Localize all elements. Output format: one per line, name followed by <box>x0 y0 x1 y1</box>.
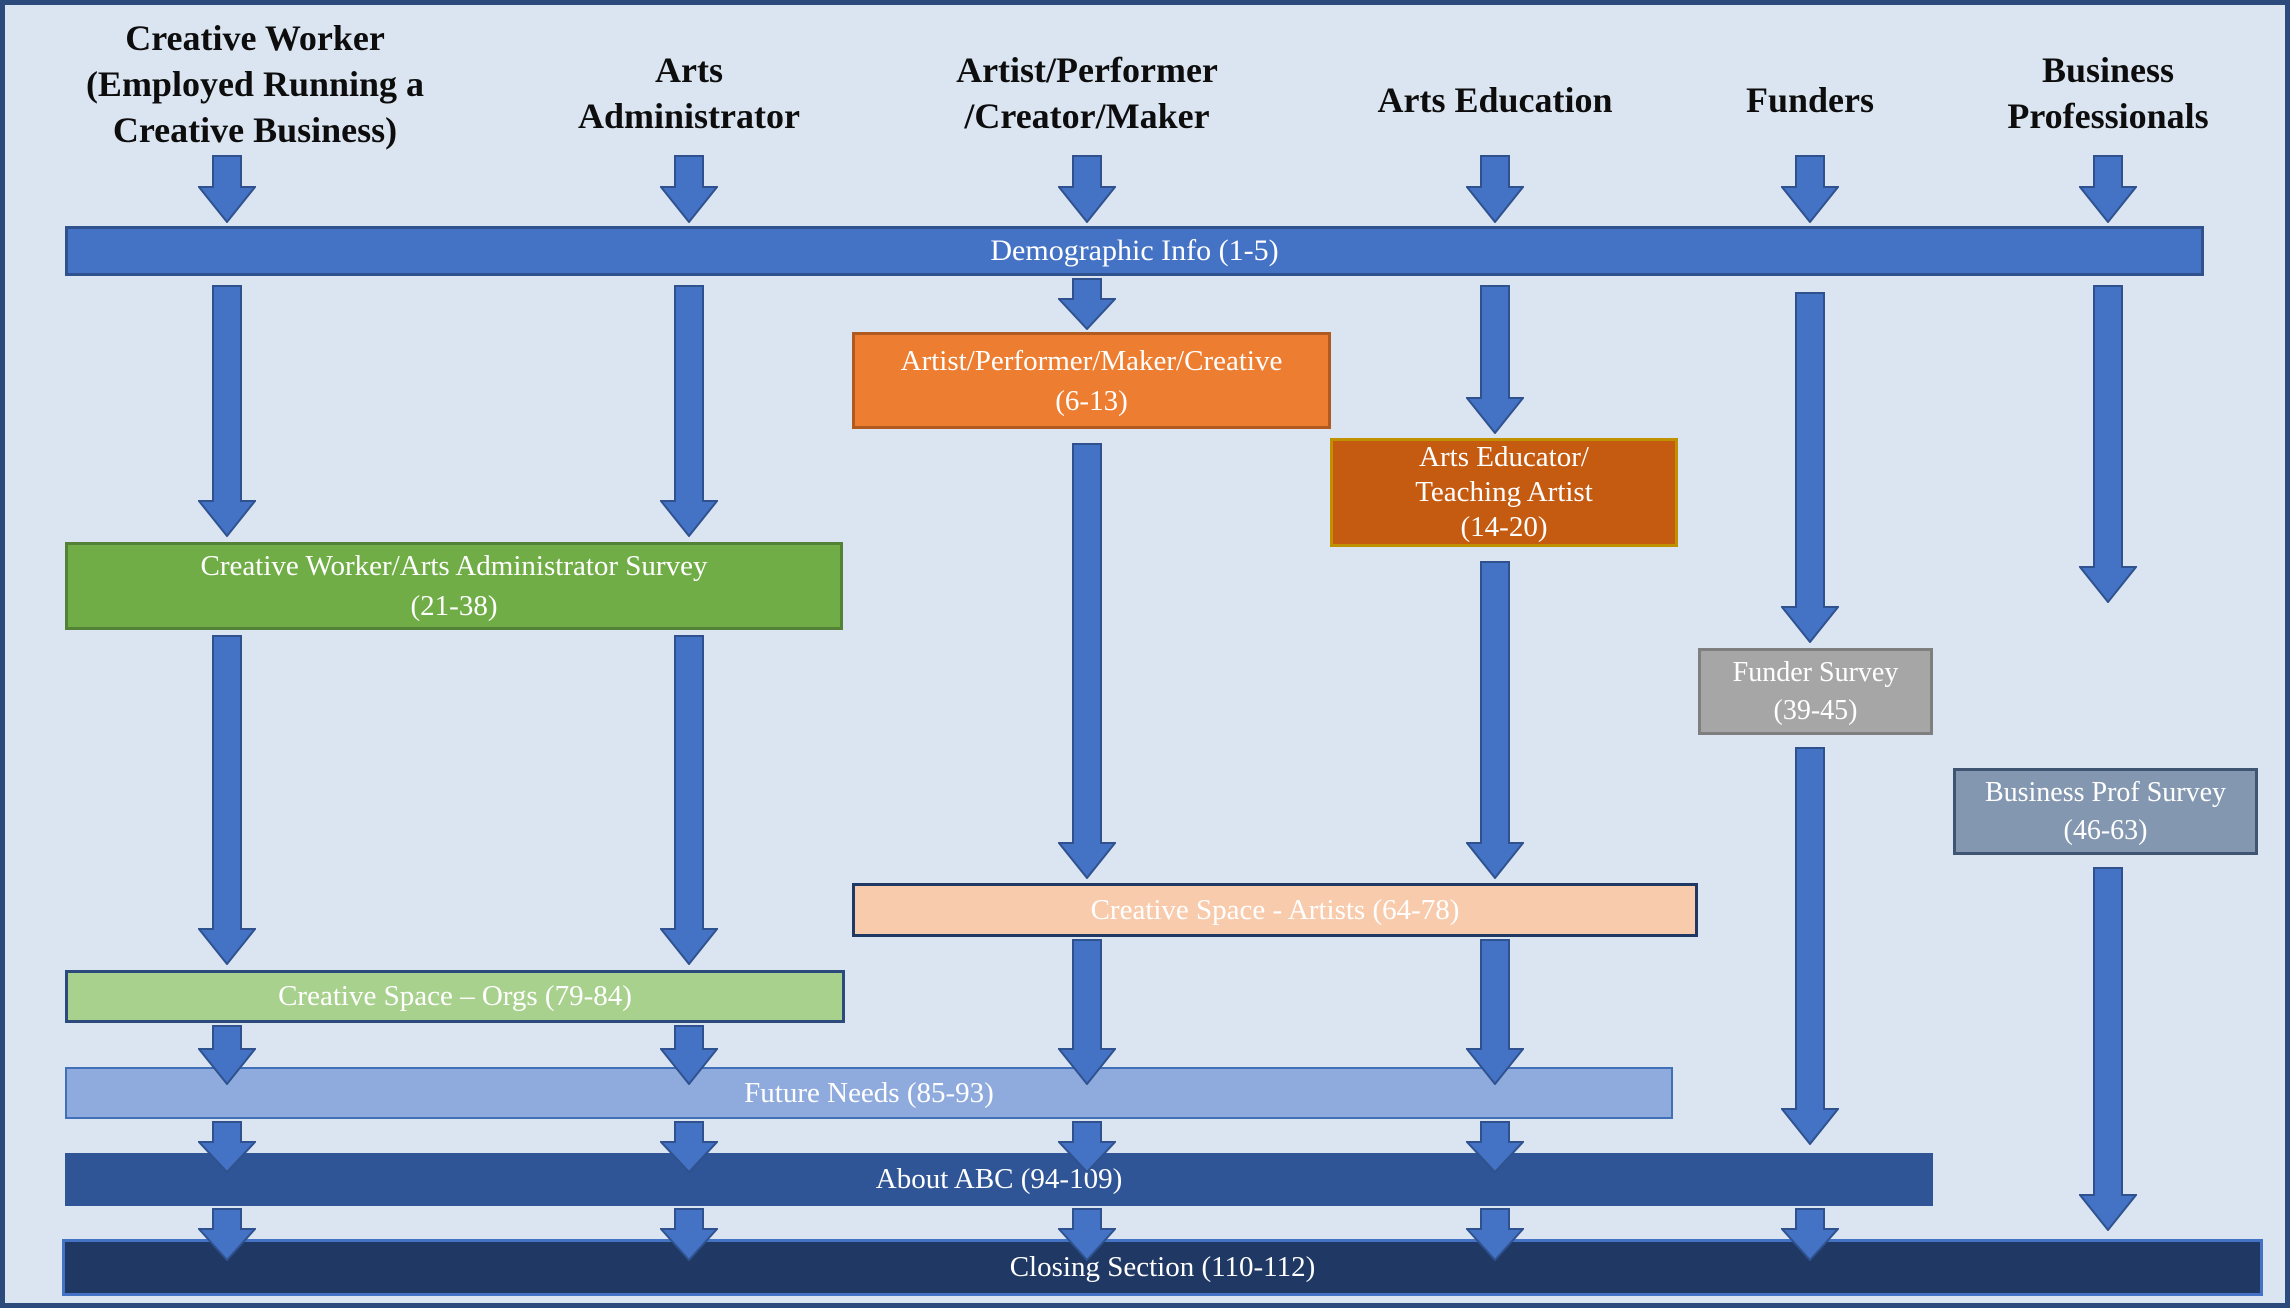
down-arrow-icon <box>1058 443 1116 879</box>
down-arrow-icon <box>660 155 718 223</box>
box-label: Creative Worker/Arts Administrator Surve… <box>200 550 708 582</box>
down-arrow-icon <box>198 155 256 223</box>
box-label: (14-20) <box>1460 511 1548 543</box>
down-arrow-icon <box>1781 155 1839 223</box>
header-line: Creative Worker <box>125 18 385 58</box>
box-label: Artist/Performer/Maker/Creative <box>900 344 1283 377</box>
down-arrow-icon <box>198 285 256 537</box>
column-header-artist-performer: Artist/Performer /Creator/Maker <box>907 47 1267 139</box>
box-label: (46-63) <box>2063 814 2148 846</box>
demographic-info-bar: Demographic Info (1-5) <box>65 226 2204 276</box>
down-arrow-icon <box>1058 1208 1116 1261</box>
header-line: Creative Business) <box>112 110 398 150</box>
down-arrow-icon <box>198 635 256 965</box>
down-arrow-icon <box>660 285 718 537</box>
down-arrow-icon <box>660 1025 718 1085</box>
down-arrow-icon <box>1781 1208 1839 1261</box>
box-label: (39-45) <box>1773 694 1858 726</box>
arts-educator-box: Arts Educator/ Teaching Artist (14-20) <box>1330 438 1678 547</box>
box-label: (6-13) <box>1055 384 1128 417</box>
down-arrow-icon <box>2079 285 2137 603</box>
down-arrow-icon <box>1058 155 1116 223</box>
header-line: Arts Education <box>1377 80 1613 120</box>
down-arrow-icon <box>1466 285 1524 434</box>
down-arrow-icon <box>2079 867 2137 1231</box>
box-label: Arts Educator/ <box>1419 441 1589 473</box>
creative-worker-admin-survey-box: Creative Worker/Arts Administrator Surve… <box>65 542 843 630</box>
down-arrow-icon <box>1466 561 1524 879</box>
down-arrow-icon <box>660 1208 718 1261</box>
bar-label: Demographic Info (1-5) <box>990 234 1279 267</box>
down-arrow-icon <box>198 1025 256 1085</box>
header-line: Arts <box>655 50 723 90</box>
bar-label: Creative Space - Artists (64-78) <box>1090 893 1460 926</box>
bar-label: Creative Space – Orgs (79-84) <box>278 980 632 1012</box>
creative-space-artists-bar: Creative Space - Artists (64-78) <box>852 883 1698 937</box>
down-arrow-icon <box>1781 292 1839 643</box>
header-line: (Employed Running a <box>85 64 425 104</box>
header-line: Professionals <box>2007 96 2209 136</box>
header-line: Administrator <box>578 96 800 136</box>
artist-performer-maker-box: Artist/Performer/Maker/Creative (6-13) <box>852 332 1331 429</box>
column-header-arts-education: Arts Education <box>1335 77 1655 123</box>
bar-label: Closing Section (110-112) <box>1009 1251 1316 1283</box>
down-arrow-icon <box>1058 1121 1116 1173</box>
column-header-creative-worker: Creative Worker (Employed Running a Crea… <box>35 15 475 153</box>
down-arrow-icon <box>1781 747 1839 1145</box>
header-line: Business <box>2041 50 2175 90</box>
business-prof-survey-box: Business Prof Survey (46-63) <box>1953 768 2258 855</box>
header-line: Artist/Performer <box>956 50 1218 90</box>
creative-space-orgs-bar: Creative Space – Orgs (79-84) <box>65 970 845 1023</box>
column-header-arts-administrator: Arts Administrator <box>539 47 839 139</box>
column-header-funders: Funders <box>1700 77 1920 123</box>
down-arrow-icon <box>660 1121 718 1173</box>
down-arrow-icon <box>1058 278 1116 330</box>
down-arrow-icon <box>1466 1121 1524 1173</box>
bar-label: Future Needs (85-93) <box>744 1076 994 1109</box>
down-arrow-icon <box>1058 939 1116 1085</box>
box-label: Business Prof Survey <box>1984 776 2227 808</box>
future-needs-bar: Future Needs (85-93) <box>65 1067 1673 1119</box>
down-arrow-icon <box>1466 1208 1524 1261</box>
down-arrow-icon <box>660 635 718 965</box>
closing-section-bar: Closing Section (110-112) <box>62 1239 2263 1296</box>
down-arrow-icon <box>198 1121 256 1173</box>
box-label: (21-38) <box>410 590 498 622</box>
bar-label: About ABC (94-109) <box>875 1163 1123 1195</box>
box-label: Teaching Artist <box>1415 476 1593 508</box>
down-arrow-icon <box>1466 155 1524 223</box>
about-abc-bar: About ABC (94-109) <box>65 1153 1933 1206</box>
down-arrow-icon <box>198 1208 256 1261</box>
down-arrow-icon <box>2079 155 2137 223</box>
down-arrow-icon <box>1466 939 1524 1085</box>
column-header-business-professionals: Business Professionals <box>1948 47 2268 139</box>
box-label: Funder Survey <box>1732 656 1899 688</box>
header-line: /Creator/Maker <box>964 96 1210 136</box>
header-line: Funders <box>1745 80 1875 120</box>
funder-survey-box: Funder Survey (39-45) <box>1698 648 1933 735</box>
